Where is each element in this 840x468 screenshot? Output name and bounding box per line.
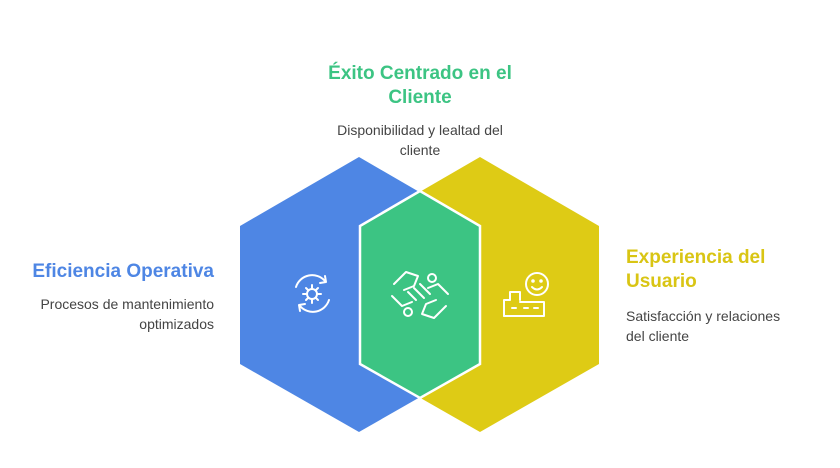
desc-operational-efficiency: Procesos de mantenimiento optimizados: [10, 294, 214, 334]
handshake-icon: [391, 271, 449, 319]
title-user-experience-line2: Usuario: [626, 271, 697, 292]
title-customer-success: Éxito Centrado en el Cliente: [270, 62, 570, 110]
desc-customer-success-line1: Disponibilidad y lealtad del: [337, 122, 503, 138]
desc-operational-efficiency-line2: optimizados: [139, 316, 214, 332]
desc-customer-success-line2: cliente: [399, 142, 441, 158]
title-customer-success-line1: Éxito Centrado en el: [328, 63, 512, 84]
happy-customer-icon: [503, 272, 549, 317]
desc-operational-efficiency-line1: Procesos de mantenimiento: [40, 296, 214, 312]
hexagon-divider: [358, 189, 482, 400]
desc-user-experience-line1: Satisfacción y relaciones: [626, 308, 781, 324]
title-user-experience-line1: Experiencia del: [626, 247, 766, 268]
desc-user-experience-line2: del cliente: [626, 328, 690, 344]
desc-user-experience: Satisfacción y relaciones del cliente: [626, 306, 826, 346]
desc-customer-success: Disponibilidad y lealtad del cliente: [290, 120, 550, 160]
title-customer-success-line2: Cliente: [388, 87, 452, 108]
title-operational-efficiency: Eficiencia Operativa: [32, 261, 214, 282]
gear-cycle-icon: [295, 274, 330, 313]
title-user-experience: Experiencia del Usuario: [626, 246, 826, 294]
